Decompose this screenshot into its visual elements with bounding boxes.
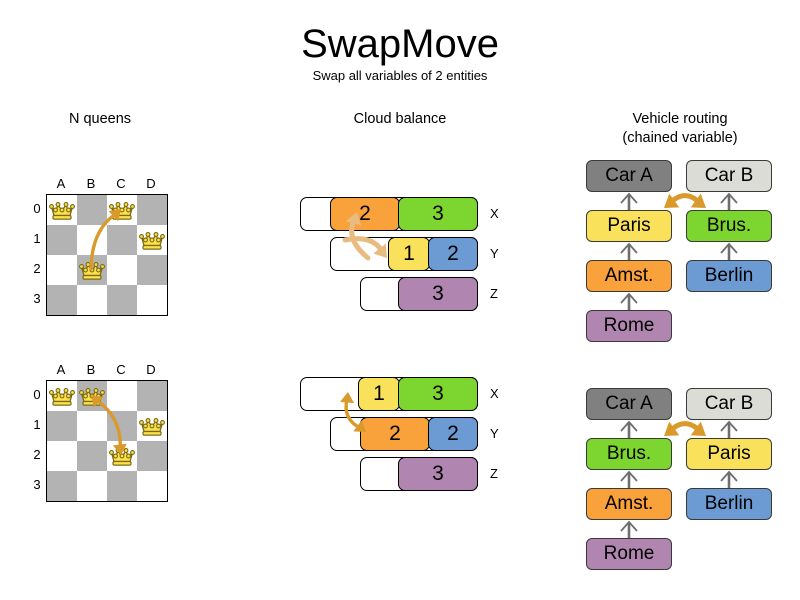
vehicle-node[interactable]: Car B (686, 160, 772, 192)
customer-node[interactable]: Paris (586, 210, 672, 242)
page-title: SwapMove (301, 22, 499, 66)
board-file-label-d: D (146, 176, 156, 191)
customer-node[interactable]: Paris (686, 438, 772, 470)
chessboard-cell[interactable] (137, 285, 167, 315)
cloud-process-block[interactable]: 2 (360, 417, 430, 451)
cloud-computer-label-y: Y (490, 426, 499, 441)
cloud-computer-label-z: Z (490, 466, 498, 481)
chessboard-cell[interactable] (137, 441, 167, 471)
cloud-computer-label-x: X (490, 206, 499, 221)
customer-node[interactable]: Brus. (586, 438, 672, 470)
cloud-process-block[interactable]: 2 (428, 237, 478, 271)
board-rank-label-1: 1 (33, 417, 41, 432)
board-file-label-b: B (86, 176, 96, 191)
board-file-label-a: A (56, 362, 66, 377)
section-heading-vehicle-routing: Vehicle routing (chained variable) (590, 110, 770, 148)
board-rank-label-2: 2 (33, 261, 41, 276)
chessboard-cell[interactable] (137, 381, 167, 411)
chessboard-cell[interactable] (47, 471, 77, 501)
chessboard-cell[interactable] (137, 255, 167, 285)
page-subtitle: Swap all variables of 2 entities (312, 68, 488, 83)
board-rank-label-3: 3 (33, 477, 41, 492)
chessboard-cell[interactable] (47, 411, 77, 441)
chessboard-cell[interactable] (107, 285, 137, 315)
chessboard-cell[interactable] (47, 225, 77, 255)
board-file-label-c: C (116, 362, 126, 377)
cloud-computer-label-y: Y (490, 246, 499, 261)
vehicle-heading-line-1: Vehicle routing (632, 111, 728, 127)
board-rank-label-0: 0 (33, 201, 41, 216)
customer-node[interactable]: Brus. (686, 210, 772, 242)
cloud-process-block[interactable]: 3 (398, 197, 478, 231)
board-rank-label-3: 3 (33, 291, 41, 306)
chessboard-cell[interactable] (47, 255, 77, 285)
cloud-computer-label-z: Z (490, 286, 498, 301)
board-rank-label-1: 1 (33, 231, 41, 246)
cloud-process-block[interactable]: 1 (388, 237, 430, 271)
board-file-label-c: C (116, 176, 126, 191)
vehicle-node[interactable]: Car A (586, 160, 672, 192)
chessboard-cell[interactable] (47, 441, 77, 471)
chessboard-cell[interactable] (137, 471, 167, 501)
vehicle-node[interactable]: Car A (586, 388, 672, 420)
board-rank-label-0: 0 (33, 387, 41, 402)
customer-node[interactable]: Berlin (686, 260, 772, 292)
board-file-label-b: B (86, 362, 96, 377)
chessboard-cell[interactable] (77, 285, 107, 315)
chessboard-cell[interactable] (137, 195, 167, 225)
customer-node[interactable]: Rome (586, 538, 672, 570)
board-file-label-a: A (56, 176, 66, 191)
cloud-process-block[interactable]: 3 (398, 277, 478, 311)
board-rank-label-2: 2 (33, 447, 41, 462)
customer-node[interactable]: Amst. (586, 260, 672, 292)
section-heading-cloud-balance: Cloud balance (353, 111, 447, 127)
customer-node[interactable]: Berlin (686, 488, 772, 520)
cloud-process-block[interactable]: 3 (398, 457, 478, 491)
chessboard-cell[interactable] (77, 471, 107, 501)
customer-node[interactable]: Amst. (586, 488, 672, 520)
chessboard-cell[interactable] (47, 285, 77, 315)
chessboard-cell[interactable] (107, 471, 137, 501)
cloud-process-block[interactable]: 3 (398, 377, 478, 411)
cloud-process-block[interactable]: 2 (428, 417, 478, 451)
board-file-label-d: D (146, 362, 156, 377)
vehicle-heading-line-2: (chained variable) (622, 130, 738, 146)
vehicle-node[interactable]: Car B (686, 388, 772, 420)
section-heading-nqueens: N queens (68, 111, 132, 127)
customer-node[interactable]: Rome (586, 310, 672, 342)
cloud-computer-label-x: X (490, 386, 499, 401)
